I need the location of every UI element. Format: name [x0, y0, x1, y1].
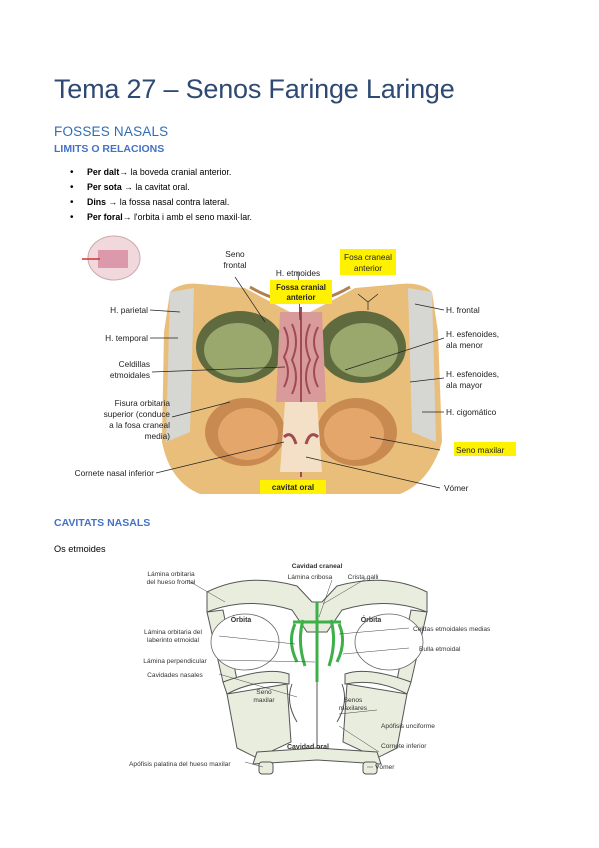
- label-seno-maxilar: Seno maxilar: [456, 445, 505, 455]
- text-os-etmoides: Os etmoides: [54, 544, 106, 554]
- svg-text:ala mayor: ala mayor: [446, 380, 483, 390]
- label-senos-maxilares: Senos: [344, 697, 363, 704]
- label-lamina-orbitaria-frontal: Lámina orbitaria: [147, 571, 195, 578]
- label-orbita-right: Órbita: [361, 615, 382, 624]
- svg-text:del hueso frontal: del hueso frontal: [147, 579, 196, 586]
- ethmoid-figure: Cavidad craneal Lámina orbitaria del hue…: [127, 562, 505, 776]
- label-lamina-perpendicular: Lámina perpendicular: [143, 658, 207, 665]
- label-h-parietal: H. parietal: [110, 305, 148, 315]
- limits-list: Per dalt→ la boveda cranial anterior. Pe…: [70, 165, 252, 225]
- label-esfenoides-mayor: H. esfenoides,: [446, 369, 499, 379]
- label-fisura: Fisura orbitaria: [115, 398, 171, 408]
- svg-text:ala menor: ala menor: [446, 340, 483, 350]
- label-cornete: Cornete nasal inferior: [75, 468, 155, 478]
- label-apofisis-palatina: Apófisis palatina del hueso maxilar: [129, 761, 231, 768]
- label-cavitat-oral: cavitat oral: [272, 483, 314, 492]
- svg-text:maxilares: maxilares: [339, 705, 368, 712]
- page-title: Tema 27 – Senos Faringe Laringe: [54, 74, 455, 104]
- list-item: Per foral→ l'orbita i amb el seno maxil·…: [70, 210, 252, 225]
- label-fosa-craneal: Fosa craneal: [344, 252, 392, 262]
- skull-coronal-figure: Seno frontal H. etmoides Fossa cranial a…: [75, 235, 516, 494]
- label-vomer: Vómer: [375, 764, 395, 771]
- label-h-frontal: H. frontal: [446, 305, 480, 315]
- skull-thumbnail-icon: [82, 235, 141, 281]
- label-cavidades-nasales: Cavidades nasales: [147, 672, 203, 679]
- list-item: Dins → la fossa nasal contra lateral.: [70, 195, 252, 210]
- label-seno-frontal: Seno: [225, 249, 245, 259]
- list-item: Per sota → la cavitat oral.: [70, 180, 252, 195]
- svg-text:frontal: frontal: [223, 260, 246, 270]
- svg-text:a la fosa craneal: a la fosa craneal: [109, 420, 170, 430]
- label-seno-maxilar: Seno: [256, 689, 272, 696]
- label-cavidad-craneal: Cavidad craneal: [292, 563, 343, 570]
- label-h-etmoides: H. etmoides: [276, 268, 320, 278]
- label-cornete-inferior: Cornete inferior: [381, 743, 427, 750]
- label-esfenoides-menor: H. esfenoides,: [446, 329, 499, 339]
- label-fossa-cranial: Fossa cranial: [276, 283, 326, 292]
- label-vomer: Vómer: [444, 483, 469, 493]
- svg-text:maxilar: maxilar: [253, 697, 275, 704]
- label-cigomatico: H. cigomático: [446, 407, 497, 417]
- list-item: Per dalt→ la boveda cranial anterior.: [70, 165, 252, 180]
- svg-text:laberinto etmoidal: laberinto etmoidal: [147, 637, 200, 644]
- label-crista-galli: Crista galli: [348, 574, 379, 581]
- section-heading-fosses-nasals: FOSSES NASALS: [54, 124, 169, 139]
- label-cavidad-oral: Cavidad oral: [287, 744, 329, 751]
- label-h-temporal: H. temporal: [105, 333, 148, 343]
- label-celdas: Celdas etmoidales medias: [413, 626, 491, 633]
- label-lamina-orbitaria-etmoidal: Lámina orbitaria del: [144, 629, 202, 636]
- label-celdillas: Celdillas: [119, 359, 150, 369]
- label-lamina-cribosa: Lámina cribosa: [288, 574, 333, 581]
- svg-text:etmoidales: etmoidales: [110, 370, 150, 380]
- section-heading-cavitats: CAVITATS NASALS: [54, 517, 151, 529]
- svg-text:superior (conduce: superior (conduce: [104, 409, 171, 419]
- label-apofisis-unciforme: Apófisis unciforme: [381, 723, 435, 730]
- subheading-limits: LIMITS O RELACIONS: [54, 143, 165, 155]
- svg-text:media): media): [145, 431, 171, 441]
- svg-text:anterior: anterior: [354, 263, 382, 273]
- svg-text:anterior: anterior: [286, 293, 315, 302]
- label-orbita-left: Órbita: [231, 615, 252, 624]
- label-bulla: Bulla etmoidal: [419, 646, 461, 653]
